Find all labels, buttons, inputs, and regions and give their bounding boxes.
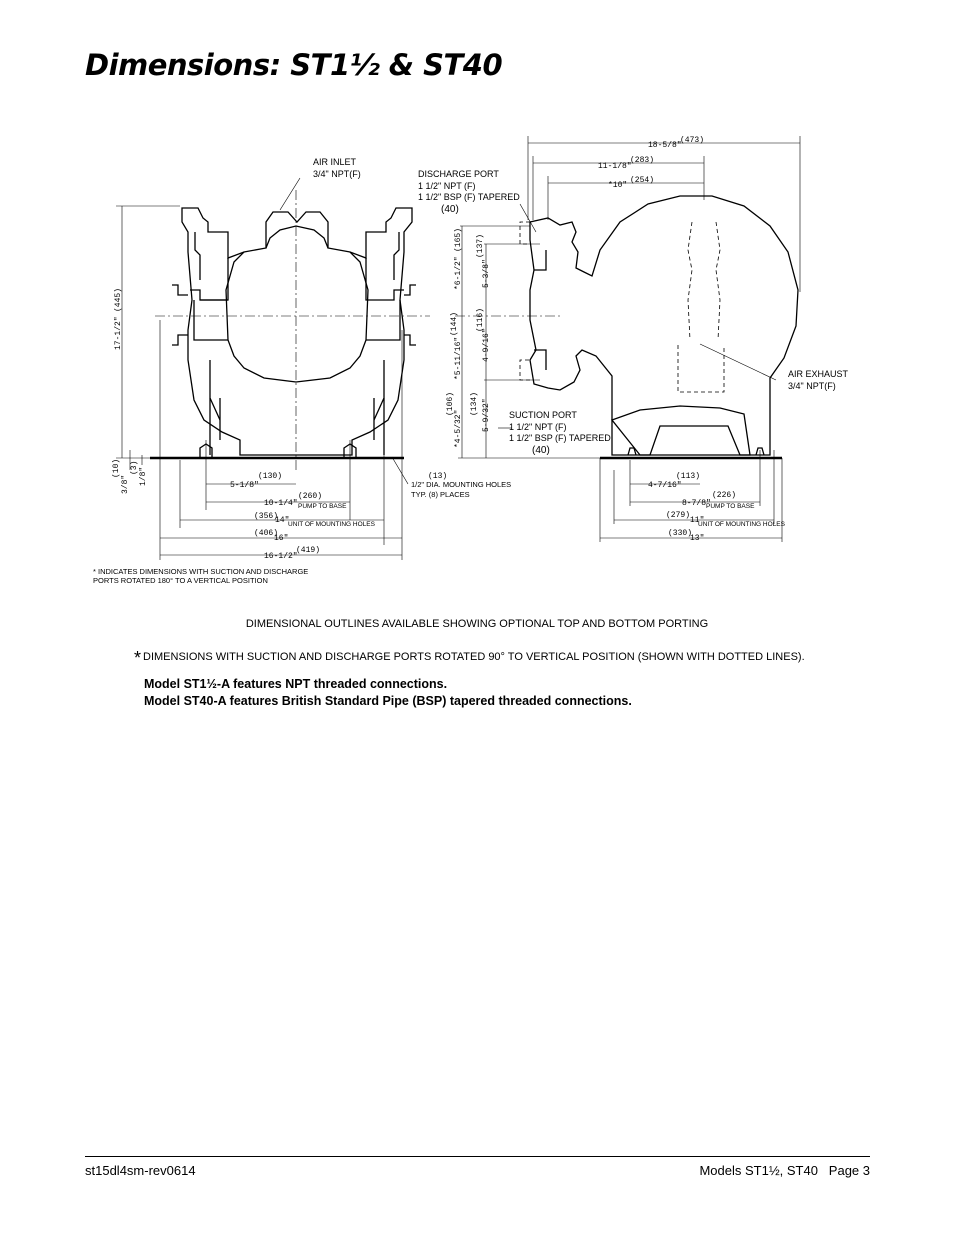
suction-bsp: 1 1/2" BSP (F) TAPERED [509,433,611,443]
b3-note: UNIT OF MOUNTING HOLES [698,521,786,528]
base-mm-b: (3) [130,461,139,475]
base-dim-a: 3/8" [121,475,130,494]
rotated-note-text: DIMENSIONS WITH SUCTION AND DISCHARGE PO… [143,651,805,663]
side-dotted-ports [519,221,725,393]
rotated-note: *DIMENSIONS WITH SUCTION AND DISCHARGE P… [134,648,805,669]
b2: 8-7/8" [682,499,711,508]
v3: *5-11/16" [454,337,463,380]
d3-mm: (356) [254,512,278,521]
air-inlet-label: AIR INLET [313,157,357,167]
air-inlet-size: 3/4" NPT(F) [313,169,361,179]
d2: 10-1/4" [264,499,298,508]
top3: *10" [608,181,627,190]
v3-mm: (144) [450,312,459,336]
dimension-drawing: 17-1/2" (445) (10) 3/8" (3) 1/8" (130) 5… [93,136,849,585]
d5: 16-1/2" [264,552,298,561]
d3: 14" [275,516,289,525]
b2-mm: (226) [712,491,736,500]
footer-page-label: Models ST1½, ST40 Page 3 [699,1163,870,1178]
air-exhaust-label: AIR EXHAUST [788,369,849,379]
d2-note: PUMP TO BASE [298,503,347,510]
side-dimension-text: 18-5/8" (473) 11-1/8" (283) *10" (254) *… [418,136,849,543]
d4: 16" [274,534,288,543]
b1: 4-7/16" [648,481,682,490]
b2-note: PUMP TO BASE [706,503,755,510]
outlines-note: DIMENSIONAL OUTLINES AVAILABLE SHOWING O… [245,618,709,630]
front-dimension-text: 17-1/2" (445) (10) 3/8" (3) 1/8" (130) 5… [93,157,511,585]
top2-mm: (283) [630,156,654,165]
top3-mm: (254) [630,176,654,185]
v4-mm: (116) [476,308,485,332]
v2-mm: (137) [476,234,485,258]
v1: *6-1/2" [454,256,463,290]
v4: 4-9/16" [482,328,491,362]
holes-count: TYP. (8) PLACES [411,490,470,499]
footnote-line2: PORTS ROTATED 180° TO A VERTICAL POSITIO… [93,576,268,585]
holes-label: 1/2" DIA. MOUNTING HOLES [411,480,511,489]
base-dim-b: 1/8" [139,467,148,486]
side-view-outline [529,195,799,460]
d2-mm: (260) [298,492,322,501]
v2: 5-3/8" [482,259,491,288]
air-exhaust-size: 3/4" NPT(F) [788,381,836,391]
suction-label: SUCTION PORT [509,410,577,420]
top1: 18-5/8" [648,141,682,150]
page-title: Dimensions: ST1½ & ST40 [85,48,503,82]
discharge-label: DISCHARGE PORT [418,169,499,179]
v5-mm: (106) [446,392,455,416]
d5-mm: (419) [296,546,320,555]
b4-mm: (330) [668,529,692,538]
base-mm-a: (10) [112,459,121,478]
height-dim: 17-1/2" [114,316,123,350]
front-view-outline [150,207,416,460]
d1: 5-1/8" [230,481,259,490]
discharge-npt: 1 1/2" NPT (F) [418,181,476,191]
b3: 11" [690,516,704,525]
d3-note: UNIT OF MOUNTING HOLES [288,521,376,528]
holes-mm: (13) [428,472,447,481]
v6: 5-9/32" [482,398,491,432]
b4: 13" [690,534,704,543]
b3-mm: (279) [666,511,690,520]
d1-mm: (130) [258,472,282,481]
footer-divider [85,1156,870,1157]
side-dimension-lines [455,136,801,542]
d4-mm: (406) [254,529,278,538]
v6-mm: (134) [470,392,479,416]
height-mm: (445) [114,288,123,312]
footer-doc-id: st15dl4sm-rev0614 [85,1163,196,1178]
b1-mm: (113) [676,472,700,481]
v1-mm: (165) [454,228,463,252]
front-dimension-lines [116,177,409,556]
v5: *4-5/32" [454,410,463,448]
top1-mm: (473) [680,136,704,145]
model-b-note: Model ST40-A features British Standard P… [144,694,632,708]
suction-mm: (40) [532,445,550,456]
discharge-mm: (40) [441,204,459,215]
discharge-bsp: 1 1/2" BSP (F) TAPERED [418,192,520,202]
model-a-note: Model ST1½-A features NPT threaded conne… [144,677,448,691]
asterisk: * [134,648,142,668]
front-centerlines [155,190,430,560]
top2: 11-1/8" [598,162,632,171]
suction-npt: 1 1/2" NPT (F) [509,422,567,432]
footnote-line1: * INDICATES DIMENSIONS WITH SUCTION AND … [93,567,308,576]
